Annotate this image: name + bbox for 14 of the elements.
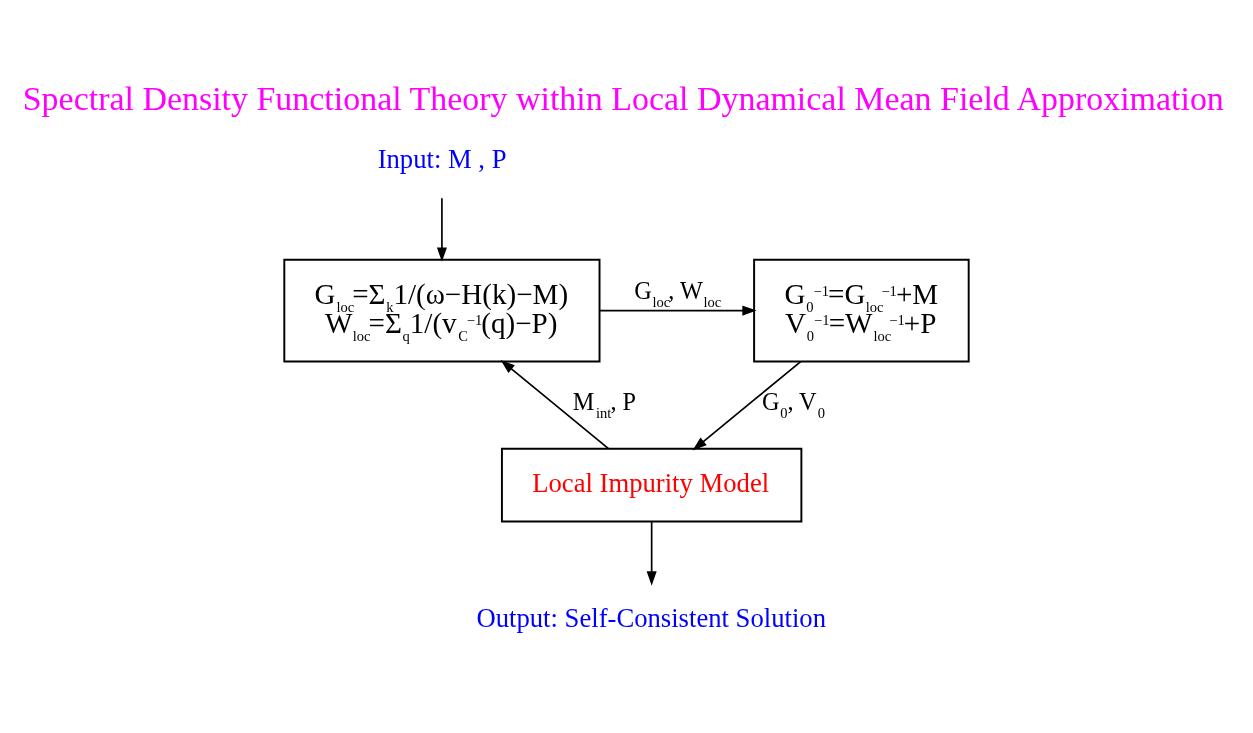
node-box: G$_{0}$$^{−1}$=G$_{loc}$$^{−1}$+M V$_{0}$$^{−1}$=W$_{loc}$$^{−1}$+P [753, 258, 970, 362]
arrow [646, 520, 657, 586]
arrow [599, 305, 757, 316]
node-text: Input: M , P [377, 143, 507, 174]
node-text: Output: Self-Consistent Solution [476, 602, 826, 633]
diagram-title: Spectral Density Functional Theory within Local Dynamical Mean Field Approximation [22, 79, 1224, 117]
edge-label: G$_{loc}$, W$_{loc}$ [634, 276, 722, 309]
node-box: Local Impurity Model [500, 447, 803, 523]
arrow [500, 359, 610, 450]
edge-label: G$_{0}$, V$_{0}$ [761, 387, 826, 421]
edge-label: M$_{int}$, P [572, 387, 637, 421]
node-box: G$_{loc}$=Σ$_{k}$1/(ω−H(k)−M) W$_{loc}$=Σ$_{q}$1/(v$_{C}$$^{−1}$(q)−P) [283, 258, 601, 362]
arrow [692, 360, 802, 450]
arrow [436, 196, 447, 262]
